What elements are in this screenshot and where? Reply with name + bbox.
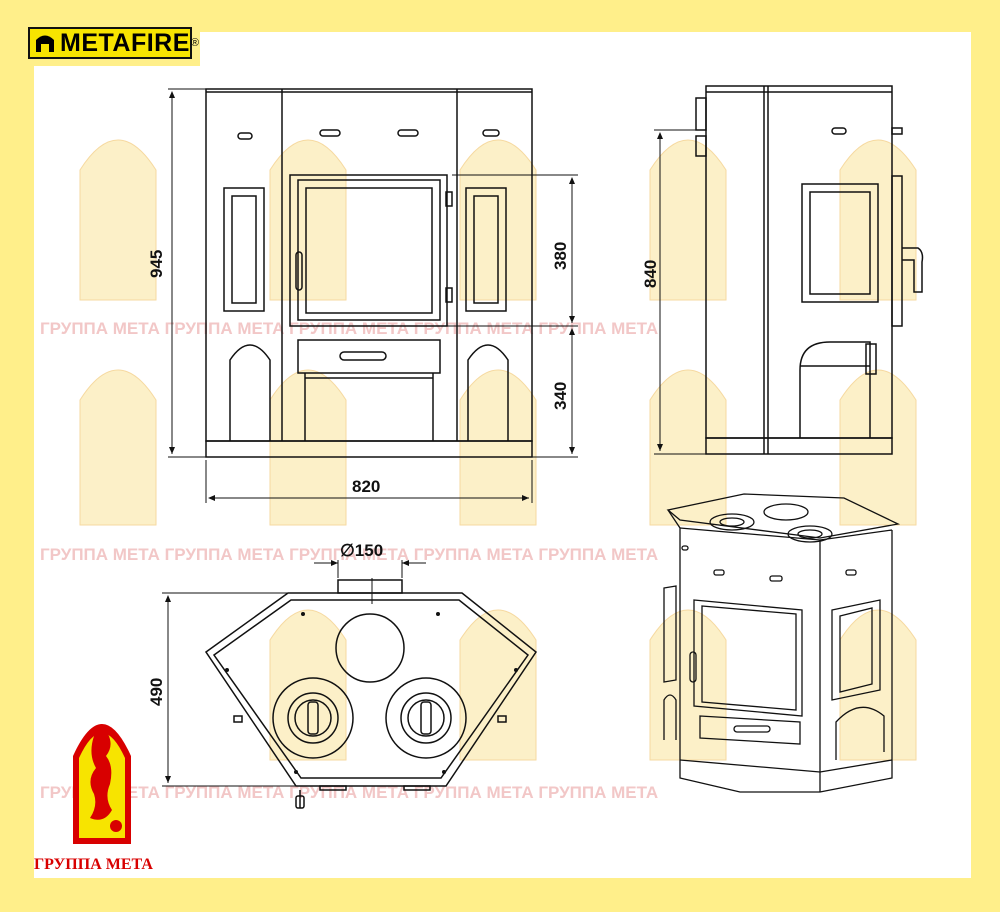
watermark-row: ГРУППА МЕТА ГРУППА МЕТА ГРУППА МЕТА ГРУП… (40, 545, 658, 564)
top-view-dots (225, 612, 518, 774)
logo-text: METAFIRE (60, 28, 190, 57)
top-dimensions (162, 560, 426, 787)
watermark-row: ГРУППА МЕТА ГРУППА МЕТА ГРУППА МЕТА ГРУП… (40, 783, 658, 802)
metafire-logo-box: METAFIRE® (28, 27, 199, 59)
depth-label: 490 (147, 678, 166, 706)
front-dimensions (168, 88, 578, 503)
width-label: 820 (352, 477, 380, 496)
side-view (695, 85, 924, 455)
total-height-label: 945 (147, 250, 166, 278)
base-height-label: 340 (551, 382, 570, 410)
watermark: ГРУППА МЕТА ГРУППА МЕТА ГРУППА МЕТА ГРУП… (40, 319, 658, 802)
flue-diameter-label: ∅150 (340, 541, 383, 560)
perspective-view (663, 493, 901, 793)
front-dimension-labels: 945 380 340 820 (147, 242, 570, 496)
group-name: ГРУППА МЕТА (34, 856, 153, 873)
side-dimensions (654, 129, 706, 455)
front-view (205, 88, 533, 458)
door-height-label: 380 (551, 242, 570, 270)
side-height-label: 840 (641, 260, 660, 288)
flame-house-icon (36, 35, 54, 52)
top-view (204, 579, 538, 809)
logo-registered: ® (190, 37, 200, 49)
jester-logo (73, 724, 131, 844)
metafire-logo: METAFIRE® (22, 22, 200, 66)
watermark-row: ГРУППА МЕТА ГРУППА МЕТА ГРУППА МЕТА ГРУП… (40, 319, 658, 338)
